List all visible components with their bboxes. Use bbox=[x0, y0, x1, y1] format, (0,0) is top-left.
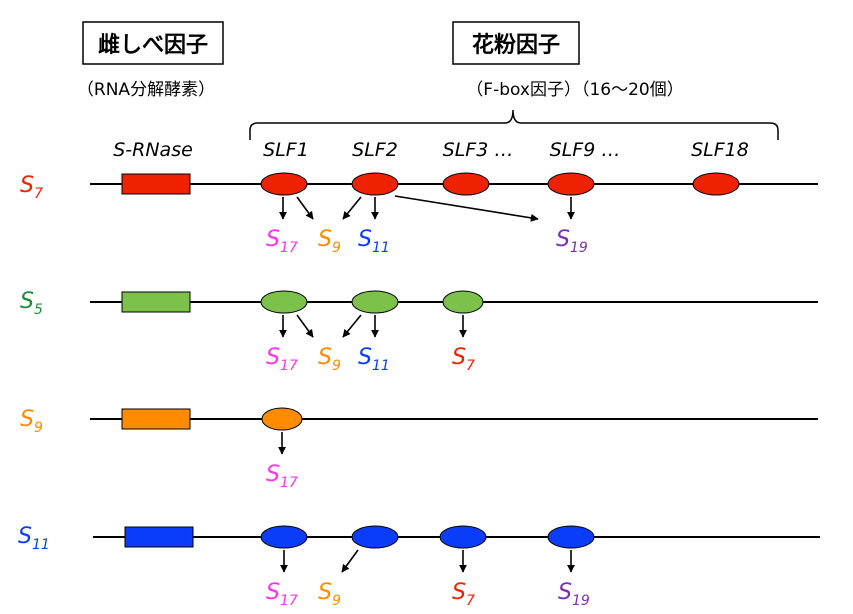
slf3-oval bbox=[442, 172, 490, 196]
pollen-factor-box bbox=[452, 21, 580, 65]
s-rnase-box bbox=[121, 408, 191, 430]
target-label: S17 bbox=[266, 580, 298, 609]
arrow bbox=[394, 195, 539, 222]
gene-label-slf2: SLF2 bbox=[352, 139, 398, 161]
haplotype-label: S7 bbox=[20, 173, 43, 202]
target-label: S9 bbox=[318, 580, 341, 609]
pistil-factor-title: 雌しべ因子 bbox=[98, 32, 208, 58]
target-label: S17 bbox=[266, 462, 298, 491]
row-s9: S9 S17 bbox=[20, 407, 818, 491]
target-label: S19 bbox=[556, 227, 588, 256]
row-s7: S7 S17 S9 S11 S19 bbox=[20, 172, 818, 256]
haplotype-label: S9 bbox=[20, 407, 43, 436]
pollen-factor-title: 花粉因子 bbox=[472, 32, 560, 58]
slf9-oval bbox=[547, 525, 595, 549]
slf2-oval bbox=[351, 525, 399, 549]
pollen-factor-brace bbox=[249, 109, 779, 140]
slf1-oval bbox=[260, 172, 308, 196]
s-rnase-box bbox=[121, 173, 191, 195]
gene-label-slf3: SLF3 … bbox=[443, 139, 514, 161]
target-label: S11 bbox=[358, 345, 390, 374]
slf2-oval bbox=[351, 290, 399, 314]
haplotype-label: S11 bbox=[18, 524, 50, 553]
pollen-factor-subtitle: （F-box因子）（16〜20個） bbox=[466, 80, 683, 100]
arrow bbox=[342, 314, 362, 338]
arrow bbox=[296, 196, 314, 220]
row-s11: S11 S17 S9 S7 S19 bbox=[18, 524, 820, 609]
s-rnase-box bbox=[124, 526, 194, 548]
slf18-oval bbox=[692, 172, 740, 196]
target-label: S9 bbox=[318, 345, 341, 374]
slf1-oval bbox=[260, 290, 308, 314]
gene-label-slf1: SLF1 bbox=[263, 139, 309, 161]
target-label: S19 bbox=[558, 580, 590, 609]
target-label: S17 bbox=[266, 345, 298, 374]
arrow bbox=[342, 196, 362, 220]
haplotype-label: S5 bbox=[20, 289, 43, 318]
slf9-oval bbox=[547, 172, 595, 196]
pistil-factor-box bbox=[82, 21, 224, 65]
gene-label-s-rnase: S-RNase bbox=[113, 139, 193, 161]
slf1-oval bbox=[260, 525, 308, 549]
slf3-oval bbox=[442, 290, 484, 314]
target-label: S17 bbox=[266, 227, 298, 256]
target-label: S7 bbox=[452, 345, 475, 374]
target-label: S11 bbox=[358, 227, 390, 256]
arrow bbox=[296, 314, 314, 338]
slf2-oval bbox=[351, 172, 399, 196]
slf1-oval bbox=[261, 407, 303, 431]
gene-label-slf9: SLF9 … bbox=[550, 139, 621, 161]
row-s5: S5 S17 S9 S11 S7 bbox=[20, 289, 818, 374]
s-rnase-box bbox=[121, 291, 191, 313]
arrow bbox=[341, 549, 359, 573]
pistil-factor-subtitle: （RNA分解酵素） bbox=[77, 80, 215, 100]
slf3-oval bbox=[439, 525, 487, 549]
gene-label-slf18: SLF18 bbox=[691, 139, 749, 161]
target-label: S9 bbox=[318, 227, 341, 256]
target-label: S7 bbox=[452, 580, 475, 609]
